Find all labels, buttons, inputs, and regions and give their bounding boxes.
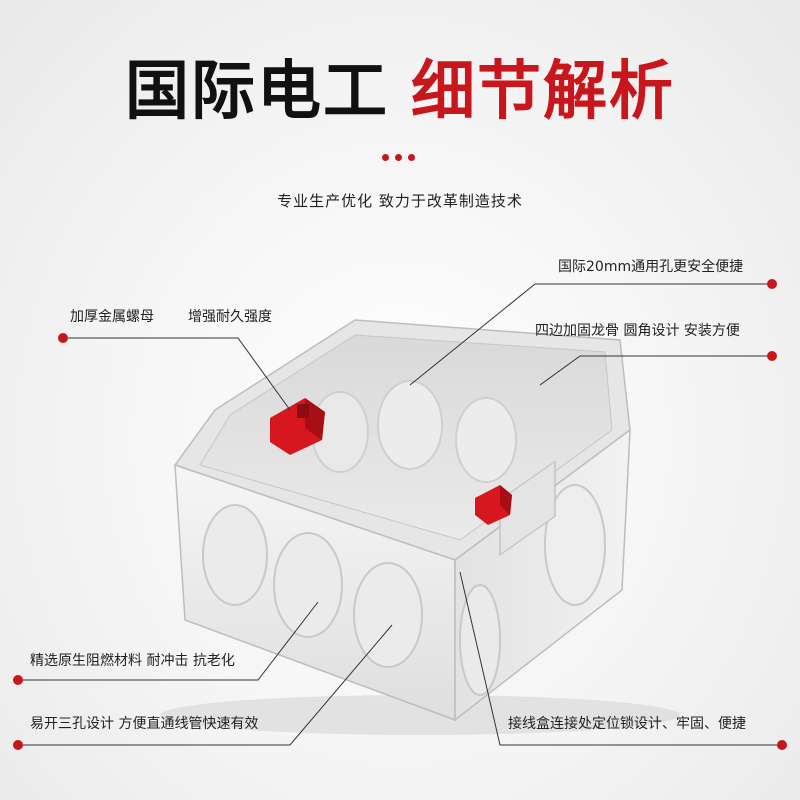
red-nut-right [475,485,512,525]
callout-connection: 接线盒连接处定位锁设计、牢固、便捷 [508,716,746,732]
callout-three-holes: 易开三孔设计 方便直通线管快速有效 [30,716,259,732]
title-left: 国际电工 [125,55,389,129]
callout-dot-hole-20mm [767,279,777,289]
page-title: 国际电工细节解析 [0,40,800,132]
title-right: 细节解析 [411,55,675,129]
callout-material: 精选原生阻燃材料 耐冲击 抗老化 [30,653,235,669]
callout-dot-metal-nut [58,333,68,343]
callout-dot-frame [767,351,777,361]
title-dots [382,146,422,161]
callout-dot-connection [777,740,787,750]
callout-metal-nut: 加厚金属螺母 [70,309,154,325]
red-nut-left [270,398,325,455]
callout-hole-20mm: 国际20mm通用孔更安全便捷 [558,259,744,275]
callout-dot-three-holes [13,740,23,750]
callout-dot-material [13,675,23,685]
callout-durability: 增强耐久强度 [188,309,272,325]
callout-frame: 四边加固龙骨 圆角设计 安装方便 [535,323,740,339]
subtitle: 专业生产优化 致力于改革制造技术 [277,192,523,210]
